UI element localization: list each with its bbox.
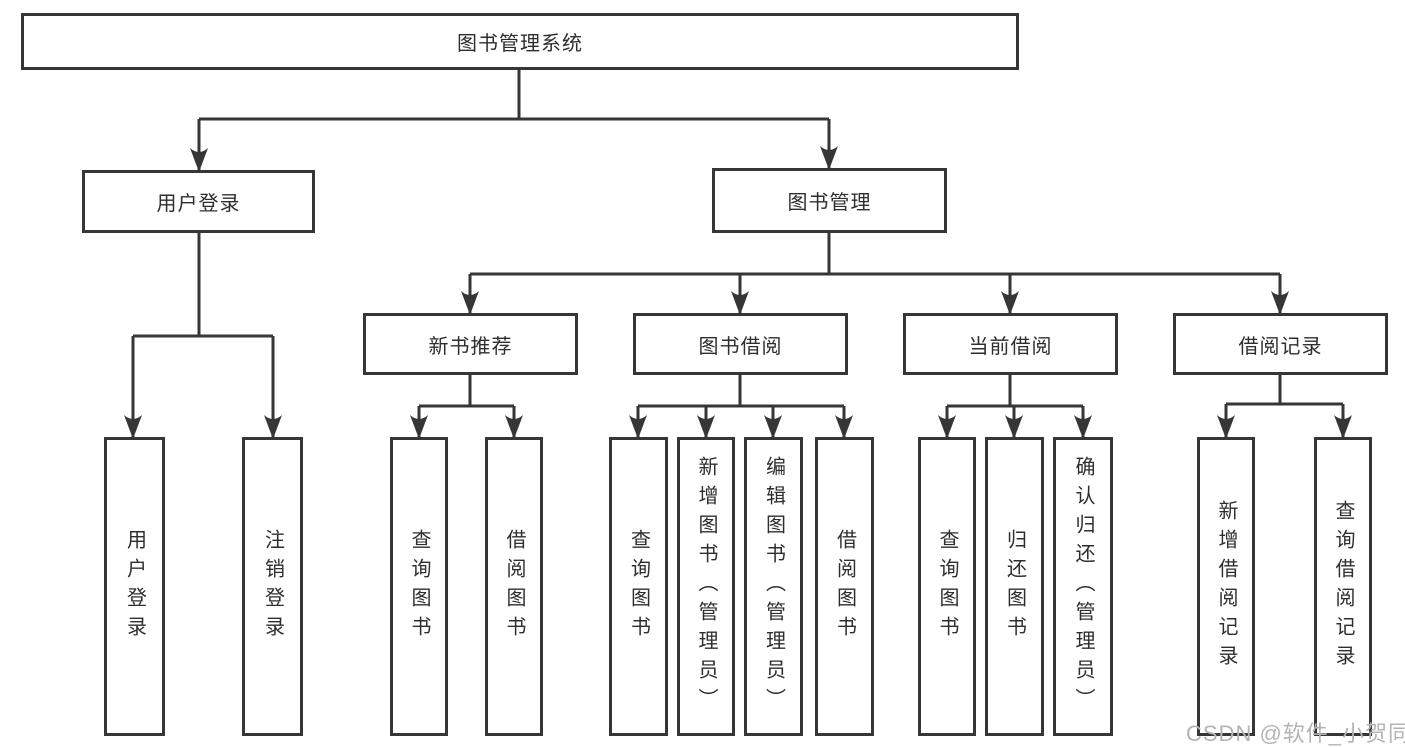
node-library-management-system: 图书管理系统 — [21, 13, 1019, 70]
node-borrowing-records: 借阅记录 — [1173, 313, 1388, 375]
leaf-user-login: 用户登录 — [104, 437, 165, 736]
node-new-book-recommendation: 新书推荐 — [363, 313, 578, 375]
leaf-current-confirm-return-admin: 确认归还（管理员） — [1053, 437, 1113, 736]
leaf-current-query-books: 查询图书 — [918, 437, 976, 736]
leaf-current-return-books: 归还图书 — [985, 437, 1044, 736]
leaf-borrow-query-books: 查询图书 — [609, 437, 668, 736]
leaf-borrow-add-books-admin: 新增图书（管理员） — [677, 437, 735, 736]
leaf-record-add-borrow-record: 新增借阅记录 — [1197, 437, 1255, 736]
connector-trunk-segments — [133, 69, 1343, 408]
leaf-rec-borrow-books: 借阅图书 — [485, 437, 543, 736]
node-book-borrowing: 图书借阅 — [633, 313, 848, 375]
leaf-record-query-borrow-record: 查询借阅记录 — [1314, 437, 1372, 736]
leaf-rec-query-books: 查询图书 — [390, 437, 448, 736]
node-book-management: 图书管理 — [712, 168, 947, 233]
leaf-borrow-edit-books-admin: 编辑图书（管理员） — [744, 437, 803, 736]
leaf-borrow-borrow-books: 借阅图书 — [815, 437, 874, 736]
node-current-borrowing: 当前借阅 — [903, 313, 1118, 375]
node-user-login: 用户登录 — [82, 170, 315, 233]
watermark: CSDN @软件_小贺同学 — [1186, 721, 1405, 746]
leaf-logout-login: 注销登录 — [242, 437, 303, 736]
